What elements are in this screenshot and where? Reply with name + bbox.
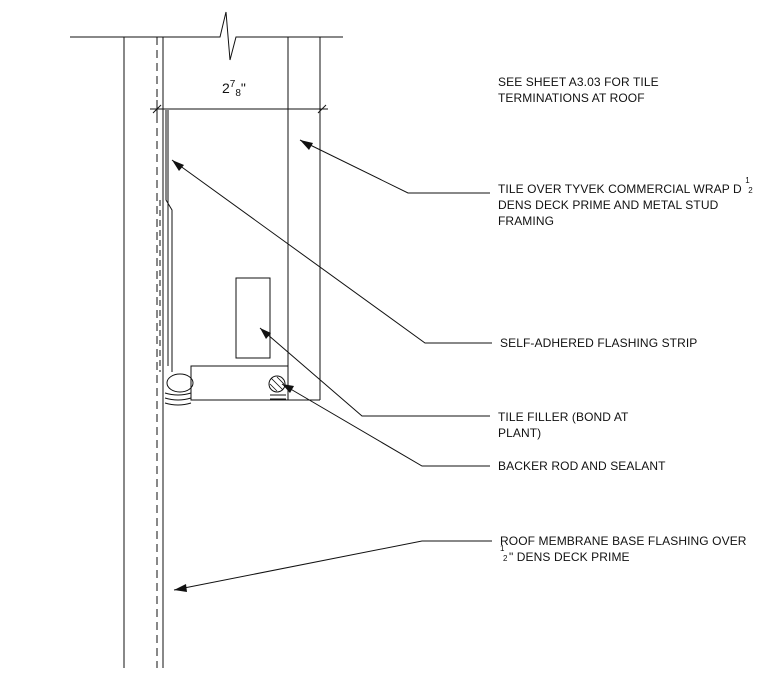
leader-tile-over [299, 139, 490, 194]
leader-arrowheads [172, 140, 313, 592]
note-sheet-reference-line2: TERMINATIONS AT ROOF [498, 91, 645, 105]
leader-roof-membrane [173, 540, 492, 591]
flashing-strip-line [165, 110, 173, 372]
note-tile-over-line2: DENS DECK PRIME AND METAL STUD [498, 198, 719, 212]
leader-tile-filler [259, 327, 490, 417]
dimension-denominator: 8 [235, 88, 241, 99]
note-tile-filler-line2: PLANT) [498, 426, 542, 440]
arrowhead-flashing [172, 160, 184, 171]
note-sheet-reference-line1: SEE SHEET A3.03 FOR TILE [498, 75, 659, 89]
tile-filler [235, 277, 271, 359]
dimension-unit: " [240, 80, 246, 96]
arrowhead-tile-filler [260, 328, 271, 339]
dimension-numerator: 7 [229, 79, 236, 90]
leader-flashing [171, 159, 492, 344]
dimension-whole: 2 [222, 80, 230, 96]
dim-tick-right [317, 104, 327, 114]
note-tile-filler: TILE FILLER (BOND AT PLANT) [498, 409, 628, 441]
note-sheet-reference: SEE SHEET A3.03 FOR TILE TERMINATIONS AT… [498, 74, 659, 106]
backer-rod-left [166, 373, 194, 393]
sealant-lines-right [270, 394, 286, 400]
leader-backer-rod [281, 383, 490, 467]
note-tile-over-line3: FRAMING [498, 214, 555, 228]
backer-rod-hatch [269, 376, 285, 392]
note-tile-filler-line1: TILE FILLER (BOND AT [498, 410, 629, 424]
backer-rod-right [268, 375, 286, 393]
break-line [70, 11, 343, 61]
arrowhead-backer-rod [282, 384, 294, 393]
note-backer-rod: BACKER ROD AND SEALANT [498, 459, 666, 473]
tile-base-block [190, 365, 289, 401]
dimension-label: 278" [222, 79, 246, 99]
arrowhead-roof-membrane [174, 584, 187, 592]
arrowhead-tile-over [300, 140, 313, 150]
wall-assembly [70, 11, 492, 668]
sealant-lines-left [164, 392, 192, 406]
note-roof-membrane-line1: ROOF MEMBRANE BASE FLASHING OVER [500, 534, 747, 548]
note-flashing-strip: SELF-ADHERED FLASHING STRIP [500, 336, 698, 350]
